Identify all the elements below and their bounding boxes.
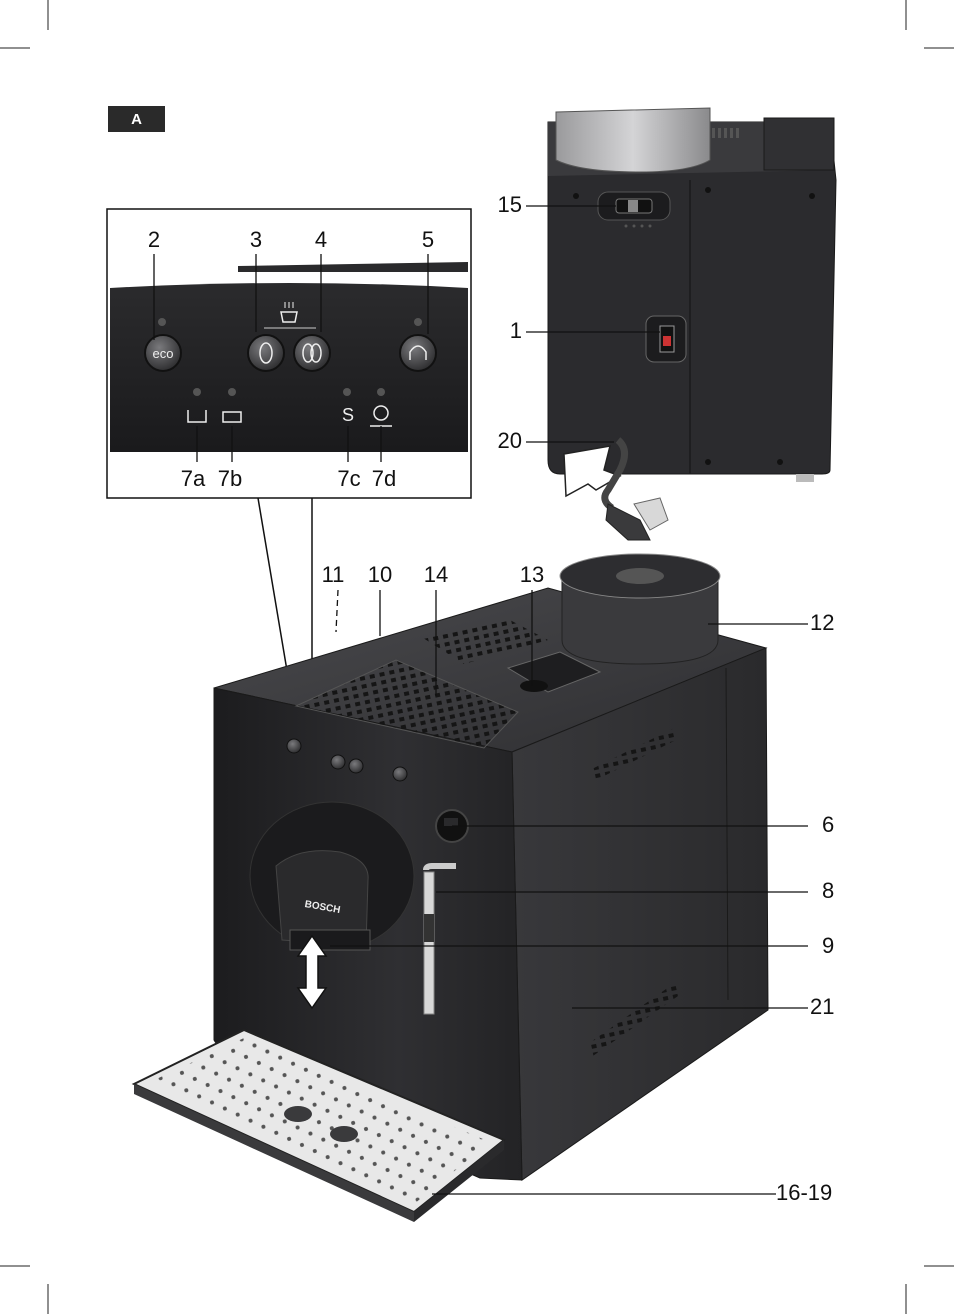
callout-6: 6 — [822, 812, 834, 837]
eco-label: eco — [153, 346, 174, 361]
grind-icon — [373, 405, 389, 421]
callout-16-19: 16-19 — [776, 1180, 832, 1205]
callout-12: 12 — [810, 610, 834, 635]
callout-7c: 7c — [337, 466, 360, 491]
callout-numbers: 2 3 4 5 7a 7b 7c 7d 15 1 20 11 10 14 13 … — [148, 192, 835, 1205]
callout-5: 5 — [422, 227, 434, 252]
callout-7d: 7d — [372, 466, 396, 491]
rear-view — [547, 107, 837, 541]
callout-4: 4 — [315, 227, 327, 252]
callout-21: 21 — [810, 994, 834, 1019]
drip-tray-icon — [222, 411, 242, 423]
callout-11: 11 — [322, 562, 345, 587]
double-bean-icon — [302, 343, 314, 363]
callout-20: 20 — [498, 428, 522, 453]
water-tank-icon — [187, 410, 207, 423]
main-machine: BOSCH — [131, 553, 769, 1222]
callout-lines — [153, 205, 808, 1195]
cup-icon — [280, 311, 298, 323]
callout-3: 3 — [250, 227, 262, 252]
callout-10: 10 — [368, 562, 392, 587]
steam-icon — [409, 345, 427, 360]
section-badge: A — [108, 106, 165, 132]
callout-9: 9 — [822, 933, 834, 958]
callout-8: 8 — [822, 878, 834, 903]
height-adjust-arrow — [296, 934, 328, 1010]
control-panel-inset: eco S — [106, 208, 472, 499]
callout-2: 2 — [148, 227, 160, 252]
callout-15: 15 — [498, 192, 522, 217]
callout-13: 13 — [520, 562, 544, 587]
s-label: S — [342, 405, 354, 425]
callout-7b: 7b — [218, 466, 242, 491]
single-bean-icon — [259, 342, 273, 364]
callout-7a: 7a — [181, 466, 206, 491]
callout-14: 14 — [424, 562, 448, 587]
callout-1: 1 — [510, 318, 522, 343]
